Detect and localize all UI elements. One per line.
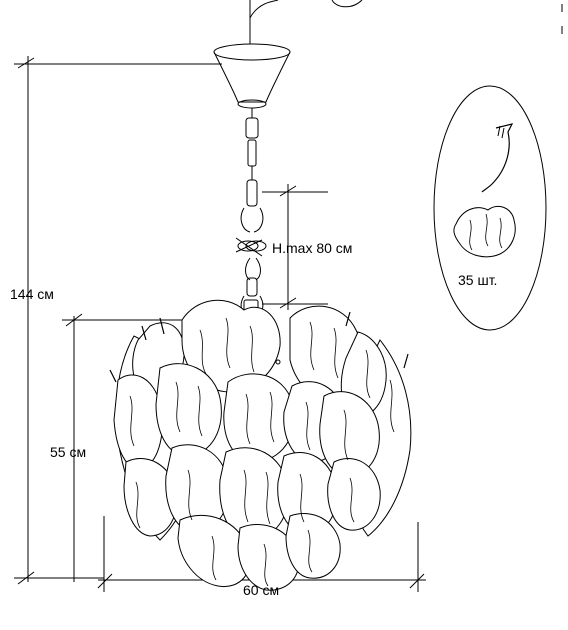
ceiling-canopy	[213, 43, 291, 109]
hook-part-icon	[481, 123, 514, 193]
body-height-label: 55 см	[50, 444, 87, 460]
dimension-chain-max	[262, 184, 328, 310]
power-cable	[249, 0, 279, 19]
total-height-label: 144 см	[10, 286, 54, 302]
width-label: 60 см	[243, 582, 280, 598]
pieces-count-label: 35 шт.	[458, 272, 498, 288]
dimension-total-height	[14, 56, 222, 585]
detail-inset	[433, 85, 547, 331]
leaf-cluster	[109, 299, 412, 591]
suspension-chain	[235, 108, 267, 321]
cable-loop	[331, 0, 363, 8]
chain-max-label: H.max 80 см	[272, 240, 353, 256]
leaf-part-icon	[453, 205, 516, 258]
